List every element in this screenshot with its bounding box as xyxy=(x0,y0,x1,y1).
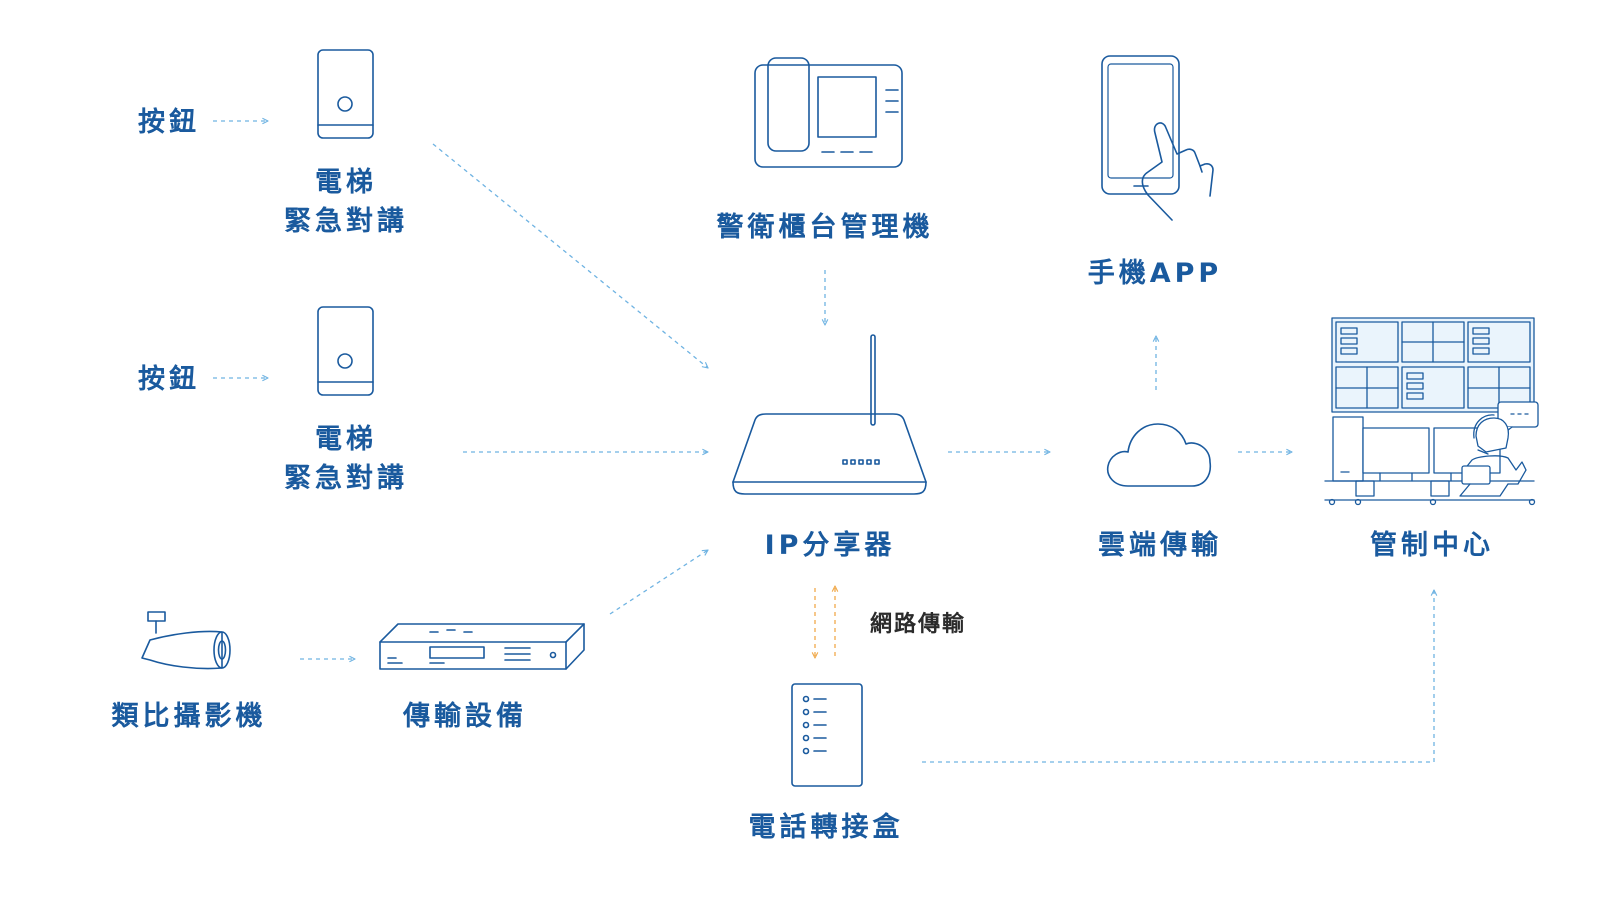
wifi-router-icon xyxy=(732,334,927,495)
edge-transmission-device-to-router xyxy=(609,550,708,615)
cctv-camera-icon xyxy=(141,611,231,670)
guard-console-label: 警衛櫃台管理機 xyxy=(716,212,934,243)
elevator-intercom-label: 電梯 緊急對講 xyxy=(280,420,412,498)
control-center-label: 管制中心 xyxy=(1370,530,1494,561)
elevator-intercom-panel-icon xyxy=(317,49,374,139)
elevator-intercom-label-line2: 緊急對講 xyxy=(284,206,408,238)
transmission-device-label: 傳輸設備 xyxy=(403,701,527,732)
network-transmission-label: 網路傳輸 xyxy=(870,611,966,637)
adapter-box-icon xyxy=(791,683,863,787)
cloud-icon xyxy=(1106,423,1212,487)
elevator-intercom-label: 電梯 緊急對講 xyxy=(280,163,412,241)
elevator-intercom-label-line1: 電梯 xyxy=(315,424,377,455)
phone-adapter-label: 電話轉接盒 xyxy=(748,812,904,843)
dvr-box-icon xyxy=(379,623,585,670)
smartphone-tap-icon xyxy=(1101,55,1214,221)
elevator-intercom-label-line2: 緊急對講 xyxy=(284,463,408,495)
edge-elevator-intercom-1-to-router xyxy=(432,143,708,368)
desk-phone-console-icon xyxy=(754,57,903,168)
button-label: 按鈕 xyxy=(138,364,200,395)
cloud-transmission-label: 雲端傳輸 xyxy=(1098,530,1222,561)
mobile-app-label: 手機APP xyxy=(1087,258,1223,289)
analog-camera-label: 類比攝影機 xyxy=(111,701,267,732)
elevator-intercom-label-line1: 電梯 xyxy=(315,167,377,198)
ip-router-label: IP分享器 xyxy=(764,530,896,561)
monitoring-wall-operator-icon xyxy=(1324,317,1539,506)
elevator-intercom-panel-icon xyxy=(317,306,374,396)
edge-phone-adapter-to-control-center xyxy=(922,590,1434,763)
button-label: 按鈕 xyxy=(138,107,200,138)
